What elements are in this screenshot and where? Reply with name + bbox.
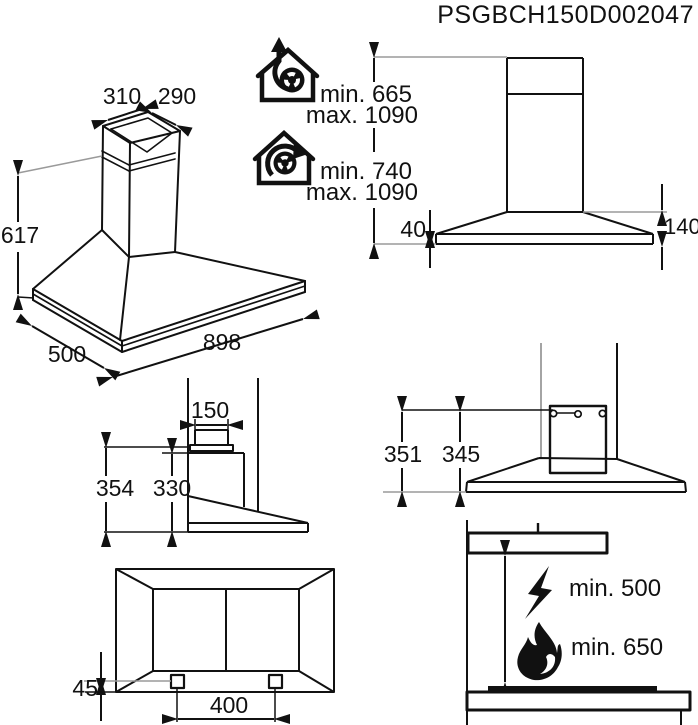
dim-chimney-top-width: 310: [102, 83, 142, 109]
dim-lamp-spacing: 400: [209, 692, 249, 718]
bottom-view-dimensions: [85, 652, 290, 724]
house-fan-exhaust-icon: [255, 37, 320, 103]
front-view: [435, 57, 654, 245]
bottom-view: [84, 568, 335, 693]
side-view-dimensions: [101, 419, 243, 547]
clearance-gas-hob: min. 650: [571, 634, 664, 661]
isometric-dimensions: [12, 99, 320, 387]
dim-lamp-offset: 45: [72, 675, 98, 701]
lightning-icon: [525, 566, 552, 619]
dim-body-height: 617: [0, 222, 40, 248]
clearance-electric-hob: min. 500: [569, 575, 662, 602]
bracket-view: [465, 343, 687, 493]
dim-base-height: 40: [400, 216, 426, 242]
side-view: [187, 378, 309, 533]
drawing-number: PSGBCH150D002047: [437, 1, 694, 29]
recirculation-height-min: min. 740: [319, 158, 412, 185]
recirculation-height-max: max. 1090: [305, 179, 418, 206]
dim-chimney-top-depth: 290: [157, 83, 197, 109]
dim-width: 898: [202, 329, 242, 355]
house-fan-recirculation-icon: [252, 129, 316, 186]
bracket-view-dimensions: [383, 396, 553, 507]
flame-icon: [517, 622, 562, 681]
dim-height-body: 330: [152, 475, 192, 501]
dim-canopy-height: 140: [664, 214, 698, 239]
extraction-height-min: min. 665: [319, 81, 412, 108]
extraction-height-max: max. 1090: [305, 102, 418, 129]
dim-height-total: 354: [95, 475, 135, 501]
clearance-view: [465, 520, 692, 725]
dim-height-to-bracket: 351: [383, 441, 423, 467]
front-view-dimensions: [369, 42, 667, 270]
dim-height-to-holes: 345: [441, 441, 481, 467]
dim-depth: 500: [47, 341, 87, 367]
dim-duct-width: 150: [190, 397, 230, 423]
